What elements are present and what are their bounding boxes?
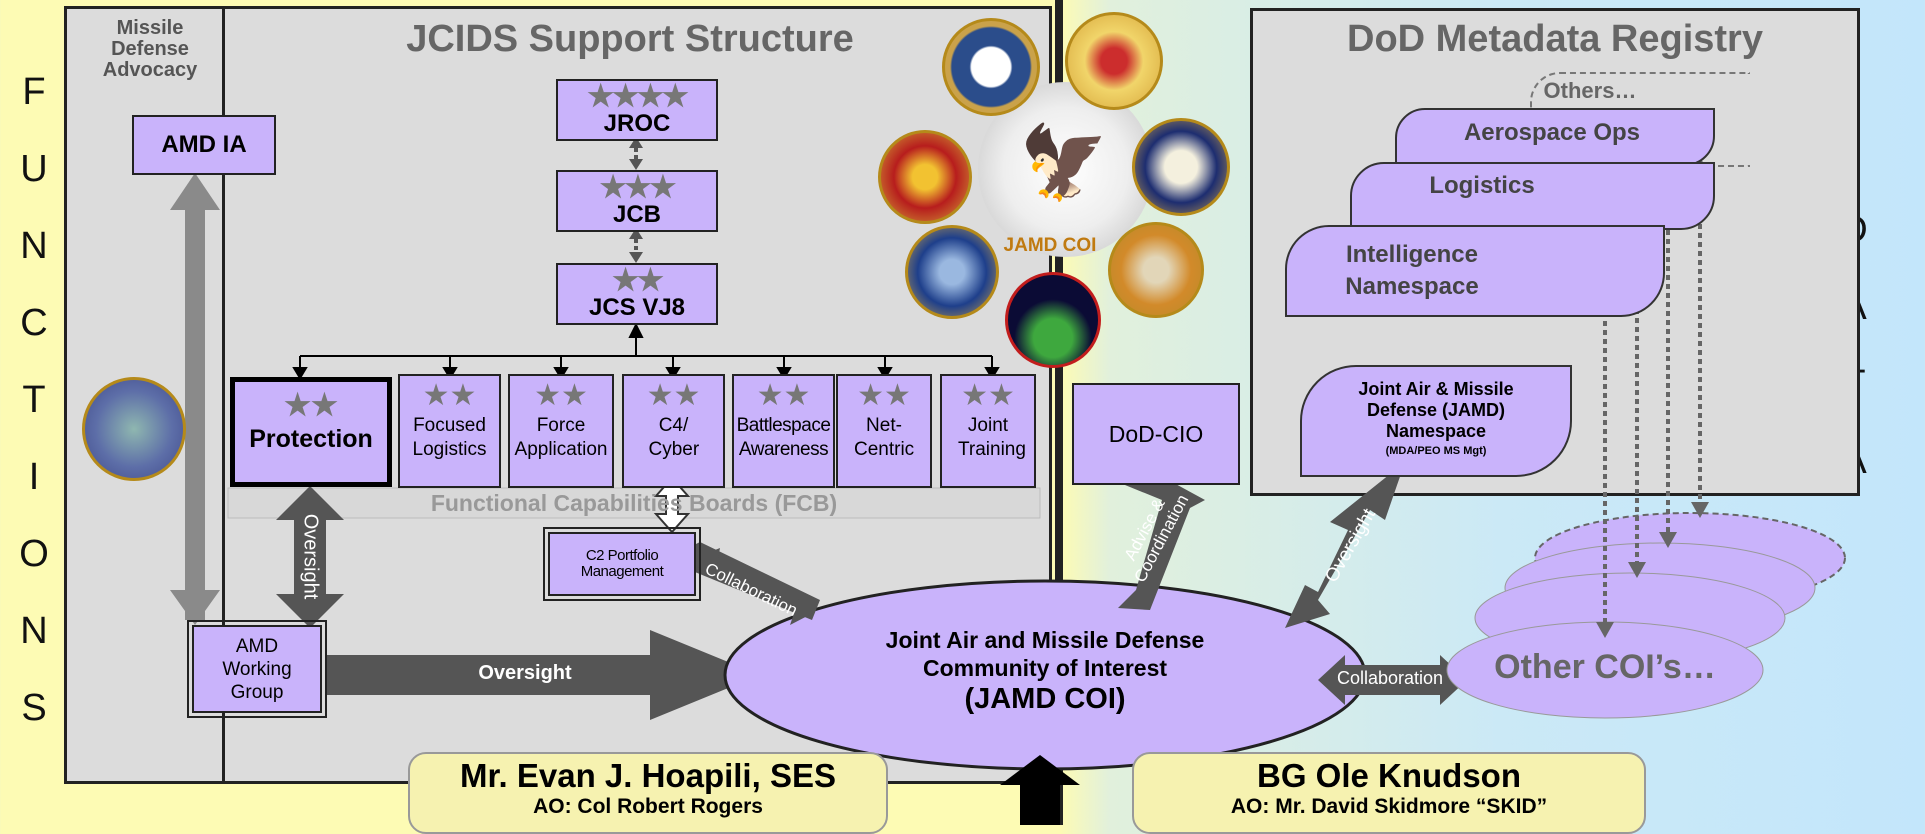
coi-title-line1: Joint Air and Missile Defense	[885, 627, 1205, 653]
stratcom-seal	[82, 377, 186, 481]
fcb-label: Protection	[249, 425, 373, 453]
fcb-net-centric: ★★ Net- Centric	[836, 374, 932, 488]
other-coi-label: Other COI’s…	[1494, 648, 1716, 686]
others-label: Others…	[1543, 78, 1637, 103]
stars: ★★	[612, 264, 664, 297]
letter: S	[21, 687, 47, 729]
amd-working-group-box: AMD Working Group	[187, 620, 327, 718]
logistics-label: Logistics	[1429, 172, 1535, 199]
letter: I	[28, 456, 40, 498]
person-ao: AO: Mr. David Skidmore “SKID”	[1230, 795, 1548, 818]
intelligence-scroll: Intelligence Namespace	[1285, 225, 1665, 317]
advocacy-label: Missile Defense Advocacy	[102, 17, 198, 81]
person-card-knudson: BG Ole Knudson AO: Mr. David Skidmore “S…	[1132, 752, 1646, 834]
jroc-box: ★★★★ JROC	[556, 79, 718, 141]
oversight-vertical-label: Oversight	[299, 513, 322, 600]
amd-ia-box: AMD IA	[132, 115, 276, 175]
fcb-protection: ★★ Protection	[230, 377, 392, 487]
stars: ★★	[961, 379, 1015, 412]
jcb-box: ★★★ JCB	[556, 170, 718, 232]
jcs-vj8-box: ★★ JCS VJ8	[556, 263, 718, 325]
coi-seal-label: JAMD COI	[1003, 235, 1097, 256]
stars: ★★	[284, 389, 338, 422]
dod-cio-box: DoD-CIO	[1072, 383, 1240, 485]
coi-title-line2: Community of Interest	[922, 655, 1168, 681]
fcb-label: Focused Logistics	[412, 415, 487, 460]
jamd-namespace-scroll: Joint Air & Missile Defense (JAMD) Names…	[1300, 365, 1572, 477]
letter: O	[19, 533, 49, 575]
letter: N	[20, 225, 48, 267]
fcb-label: C4/ Cyber	[648, 415, 700, 460]
intelligence-label: Intelligence Namespace	[1345, 241, 1479, 300]
person-name: Mr. Evan J. Hoapili, SES	[460, 757, 836, 794]
fcb-force-application: ★★ Force Application	[508, 374, 614, 488]
letter: C	[20, 302, 48, 344]
aerospace-ops-scroll: Aerospace Ops	[1395, 108, 1715, 166]
eagle-head-icon: 🦅	[1019, 123, 1109, 203]
fcb-label: Joint Training	[958, 415, 1026, 460]
jamd-ns-line2: Defense (JAMD)	[1366, 400, 1506, 420]
fcb-battlespace-awareness: ★★ Battlespace Awareness	[732, 374, 835, 488]
dod-seal-icon	[942, 18, 1040, 116]
logistics-scroll: Logistics	[1350, 162, 1715, 230]
stars: ★★	[756, 379, 811, 412]
letter: T	[22, 379, 46, 421]
jcs-seal-icon	[1065, 12, 1163, 110]
jroc-label: JROC	[603, 110, 671, 137]
stars: ★★	[646, 379, 701, 412]
fcb-label: Net- Centric	[854, 415, 915, 460]
person-ao: AO: Col Robert Rogers	[533, 795, 763, 818]
navy-seal-icon	[1132, 118, 1230, 216]
aerospace-label: Aerospace Ops	[1463, 119, 1641, 146]
registry-title: DoD Metadata Registry	[1347, 18, 1763, 60]
stars: ★★	[422, 379, 477, 412]
person-name: BG Ole Knudson	[1257, 757, 1521, 794]
usmc-seal-icon	[878, 130, 972, 224]
coi-title: Joint Air and Missile Defense Community …	[790, 626, 1300, 716]
mda-seal-icon	[1005, 272, 1101, 368]
functions-vertical-label: F U N C T I O N S	[4, 54, 64, 747]
usaf-seal-icon	[905, 225, 999, 319]
jcb-label: JCB	[612, 201, 661, 228]
fcb-label: Battlespace Awareness	[736, 415, 831, 460]
fcb-joint-training: ★★ Joint Training	[940, 374, 1036, 488]
stars: ★★★	[599, 171, 677, 204]
person-card-hoapili: Mr. Evan J. Hoapili, SES AO: Col Robert …	[408, 752, 888, 834]
coi-title-line3: (JAMD COI)	[964, 683, 1126, 715]
jcids-title: JCIDS Support Structure	[406, 18, 854, 60]
stars: ★★	[857, 379, 911, 412]
fcb-label: Force Application	[514, 415, 608, 460]
collaboration-right-label: Collaboration	[1336, 668, 1444, 688]
fcb-focused-logistics: ★★ Focused Logistics	[398, 374, 501, 488]
letter: U	[20, 148, 48, 190]
jcs-vj8-label: JCS VJ8	[588, 294, 686, 321]
stars: ★★★★	[587, 80, 689, 113]
oversight-horizontal-label: Oversight	[478, 662, 572, 684]
c2-portfolio-box: C2 Portfolio Management	[543, 527, 701, 601]
fcb-c4-cyber: ★★ C4/ Cyber	[622, 374, 725, 488]
fcb-caption: Functional Capabilities Boards (FCB)	[430, 490, 838, 516]
stars: ★★	[534, 379, 588, 412]
jamd-ns-sub: (MDA/PEO MS Mgt)	[1385, 445, 1487, 457]
army-seal-icon	[1108, 222, 1204, 318]
letter: N	[20, 610, 48, 652]
letter: F	[22, 71, 46, 113]
jamd-ns-line3: Namespace	[1385, 421, 1487, 441]
jamd-ns-line1: Joint Air & Missile	[1358, 379, 1514, 399]
amd-ia-wg-arrow	[170, 173, 220, 625]
